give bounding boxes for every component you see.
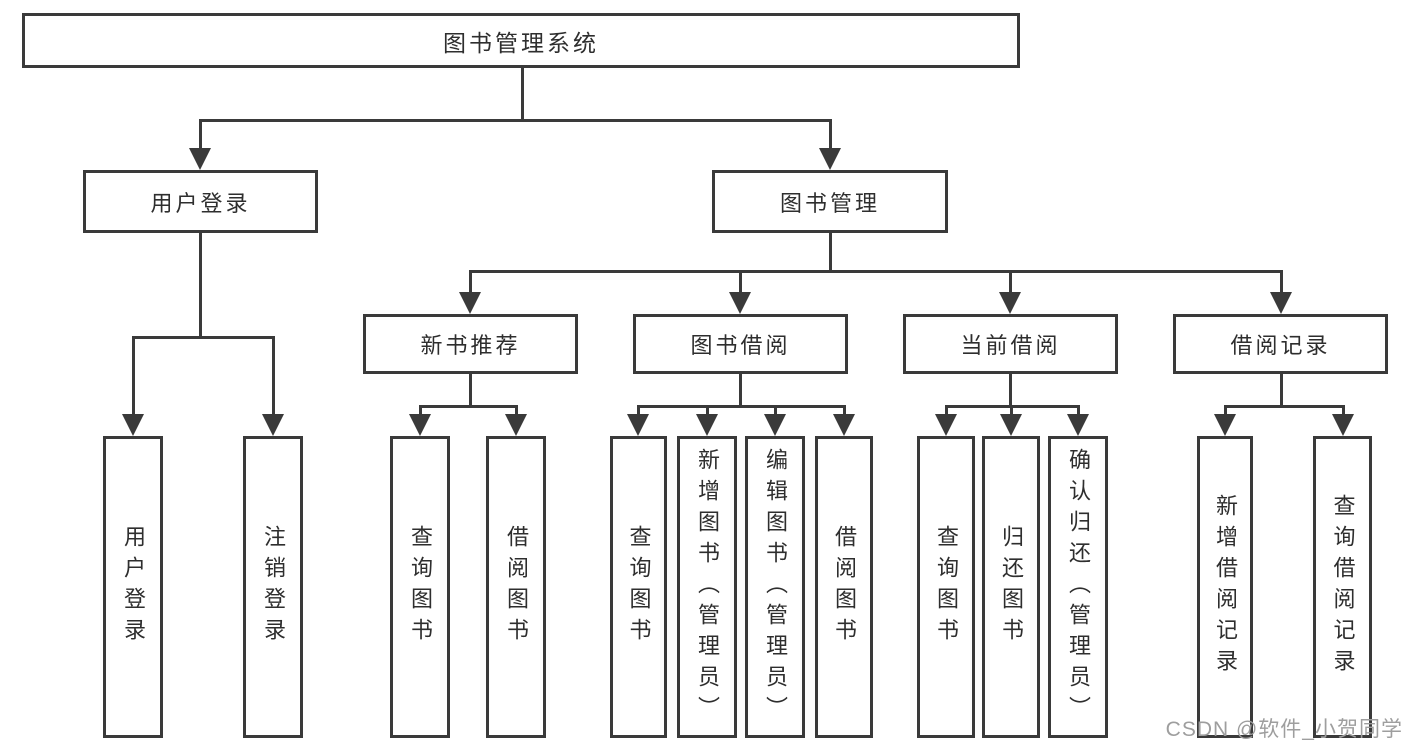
leaf-search-books-current: 查询图书 bbox=[917, 436, 975, 738]
connector-drop-edit-book bbox=[774, 405, 777, 416]
connector-drop-leaf-logout bbox=[272, 336, 275, 416]
connector-drop-search-books-2 bbox=[637, 405, 640, 416]
csdn-watermark: CSDN @软件_小贺同学 bbox=[1165, 718, 1403, 741]
leaf-edit-book-admin: 编辑图书（管理员） bbox=[745, 436, 805, 738]
connector-drop-search-books-3 bbox=[945, 405, 948, 416]
connector-drop-current-borrowing bbox=[1009, 270, 1012, 294]
connector-drop-search-books-1 bbox=[419, 405, 422, 416]
connector-new-book-branch bbox=[419, 405, 518, 408]
arrowhead-down-search-record bbox=[1332, 414, 1354, 436]
arrowhead-down-book-borrowing bbox=[729, 292, 751, 314]
leaf-add-book-admin: 新增图书（管理员） bbox=[677, 436, 737, 738]
arrowhead-down-add-record bbox=[1214, 414, 1236, 436]
connector-user-login-branch bbox=[132, 336, 275, 339]
arrowhead-down-borrowing-records bbox=[1270, 292, 1292, 314]
connector-drop-confirm-return bbox=[1077, 405, 1080, 416]
node-new-book-recommendation: 新书推荐 bbox=[363, 314, 578, 374]
arrowhead-down-new-book bbox=[459, 292, 481, 314]
connector-drop-return-books bbox=[1010, 405, 1013, 416]
connector-drop-borrow-books-2 bbox=[843, 405, 846, 416]
connector-book-borrowing-branch bbox=[637, 405, 846, 408]
node-current-borrowing: 当前借阅 bbox=[903, 314, 1118, 374]
leaf-confirm-return-admin: 确认归还（管理员） bbox=[1048, 436, 1108, 738]
leaf-user-login: 用户登录 bbox=[103, 436, 163, 738]
leaf-borrow-books-borrowing: 借阅图书 bbox=[815, 436, 873, 738]
arrowhead-down-confirm-return bbox=[1067, 414, 1089, 436]
connector-drop-search-record bbox=[1342, 405, 1345, 416]
connector-root-stem bbox=[521, 66, 524, 121]
node-book-management: 图书管理 bbox=[712, 170, 948, 233]
leaf-search-books-recommendation: 查询图书 bbox=[390, 436, 450, 738]
arrowhead-down-search-books-2 bbox=[627, 414, 649, 436]
connector-drop-user-login bbox=[199, 119, 202, 152]
arrowhead-down-book-management bbox=[819, 148, 841, 170]
connector-current-borrowing-stem bbox=[1009, 372, 1012, 407]
leaf-borrow-books-recommendation: 借阅图书 bbox=[486, 436, 546, 738]
leaf-add-borrow-record: 新增借阅记录 bbox=[1197, 436, 1253, 738]
connector-book-management-stem bbox=[829, 231, 832, 272]
connector-book-borrowing-stem bbox=[739, 372, 742, 407]
node-borrowing-records: 借阅记录 bbox=[1173, 314, 1388, 374]
arrowhead-down-search-books-1 bbox=[409, 414, 431, 436]
connector-root-branch bbox=[199, 119, 832, 122]
arrowhead-down-borrow-books-1 bbox=[505, 414, 527, 436]
connector-new-book-stem bbox=[469, 372, 472, 407]
connector-drop-book-borrowing bbox=[739, 270, 742, 294]
leaf-search-borrow-record: 查询借阅记录 bbox=[1313, 436, 1372, 738]
connector-drop-borrowing-records bbox=[1280, 270, 1283, 294]
arrowhead-down-current-borrowing bbox=[999, 292, 1021, 314]
connector-borrowing-records-branch bbox=[1224, 405, 1344, 408]
node-book-borrowing: 图书借阅 bbox=[633, 314, 848, 374]
arrowhead-down-return-books bbox=[1000, 414, 1022, 436]
arrowhead-down-user-login bbox=[189, 148, 211, 170]
arrowhead-down-leaf-logout bbox=[262, 414, 284, 436]
arrowhead-down-search-books-3 bbox=[935, 414, 957, 436]
node-user-login: 用户登录 bbox=[83, 170, 318, 233]
connector-borrowing-records-stem bbox=[1280, 372, 1283, 407]
arrowhead-down-add-book bbox=[696, 414, 718, 436]
leaf-return-books: 归还图书 bbox=[982, 436, 1040, 738]
connector-drop-book-management bbox=[829, 119, 832, 152]
leaf-logout: 注销登录 bbox=[243, 436, 303, 738]
leaf-search-books-borrowing: 查询图书 bbox=[610, 436, 667, 738]
arrowhead-down-edit-book bbox=[764, 414, 786, 436]
connector-user-login-stem bbox=[199, 231, 202, 338]
connector-drop-new-book bbox=[469, 270, 472, 294]
connector-drop-borrow-books-1 bbox=[515, 405, 518, 416]
connector-drop-add-record bbox=[1224, 405, 1227, 416]
arrowhead-down-borrow-books-2 bbox=[833, 414, 855, 436]
connector-drop-leaf-user-login bbox=[132, 336, 135, 416]
arrowhead-down-leaf-user-login bbox=[122, 414, 144, 436]
connector-book-management-branch bbox=[469, 270, 1283, 273]
node-library-management-system: 图书管理系统 bbox=[22, 13, 1020, 68]
connector-drop-add-book bbox=[706, 405, 709, 416]
